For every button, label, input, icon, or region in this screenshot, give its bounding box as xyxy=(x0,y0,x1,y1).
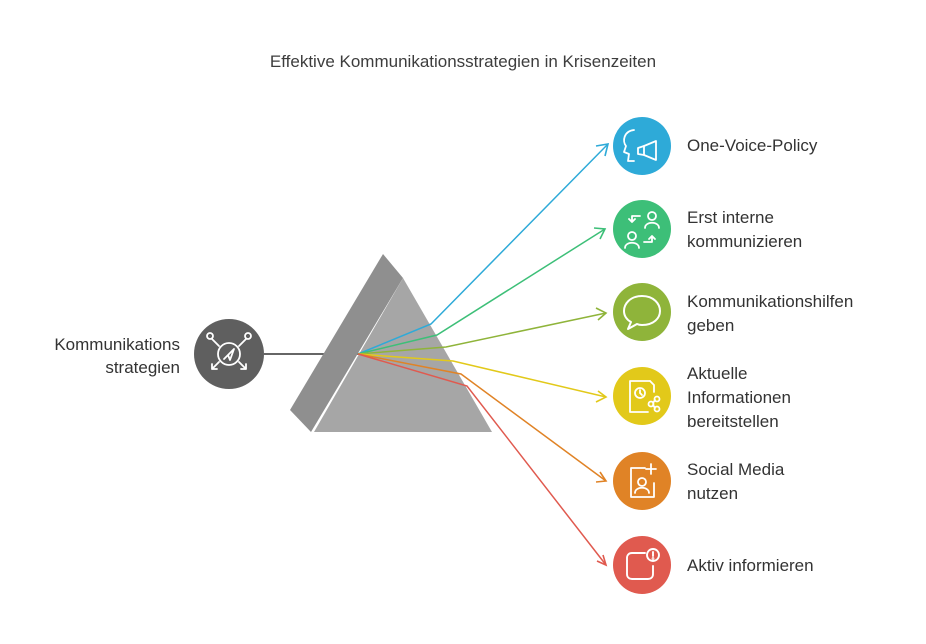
source-node xyxy=(194,319,264,389)
item-label-intern: Erst interne kommunizieren xyxy=(687,206,802,254)
item-3-line1: Kommunikationshilfen xyxy=(687,292,854,311)
item-3-line2: geben xyxy=(687,316,735,335)
diagram-title: Effektive Kommunikationsstrategien in Kr… xyxy=(269,52,657,71)
item-5-line2: nutzen xyxy=(687,484,739,503)
profile-add-icon xyxy=(630,463,657,498)
item-label-aktuelle: Aktuelle Informationen bereitstellen xyxy=(687,362,791,434)
source-label: Kommunikations strategien xyxy=(18,333,180,379)
item-1-line1: One-Voice-Policy xyxy=(687,136,818,155)
alert-box-icon xyxy=(626,548,660,580)
document-share-icon xyxy=(629,380,661,413)
chat-bubble-icon xyxy=(623,295,661,330)
beam-one-voice xyxy=(357,143,610,355)
item-label-aktiv: Aktiv informieren xyxy=(687,554,814,578)
beam-aktuelle xyxy=(357,353,608,403)
item-node-aktuelle xyxy=(613,367,671,425)
people-exchange-icon xyxy=(624,211,660,249)
item-node-intern xyxy=(613,200,671,258)
item-4-line1: Aktuelle xyxy=(687,364,748,383)
strategy-arrows-icon xyxy=(206,332,252,370)
item-6-line1: Aktiv informieren xyxy=(687,556,814,575)
beams xyxy=(357,143,610,567)
item-2-line1: Erst interne xyxy=(687,208,774,227)
item-label-hilfen: Kommunikationshilfen geben xyxy=(687,290,853,338)
item-4-line2: Informationen xyxy=(687,388,791,407)
beam-intern xyxy=(357,227,607,355)
item-2-line2: kommunizieren xyxy=(687,232,803,251)
item-node-aktiv xyxy=(613,536,671,594)
item-label-one-voice: One-Voice-Policy xyxy=(687,134,817,158)
prism-back-face xyxy=(290,254,403,432)
item-5-line1: Social Media xyxy=(687,460,785,479)
item-4-line3: bereitstellen xyxy=(687,412,779,431)
beam-hilfen xyxy=(357,307,608,355)
item-node-one-voice xyxy=(613,117,671,175)
prism-front-face xyxy=(314,278,492,432)
item-node-hilfen xyxy=(613,283,671,341)
beam-aktiv xyxy=(357,353,608,567)
item-node-social xyxy=(613,452,671,510)
beam-social xyxy=(357,353,608,483)
speaker-megaphone-icon xyxy=(623,129,657,162)
source-label-line1: Kommunikations xyxy=(54,335,180,354)
item-label-social: Social Media nutzen xyxy=(687,458,784,506)
source-label-line2: strategien xyxy=(105,358,180,377)
